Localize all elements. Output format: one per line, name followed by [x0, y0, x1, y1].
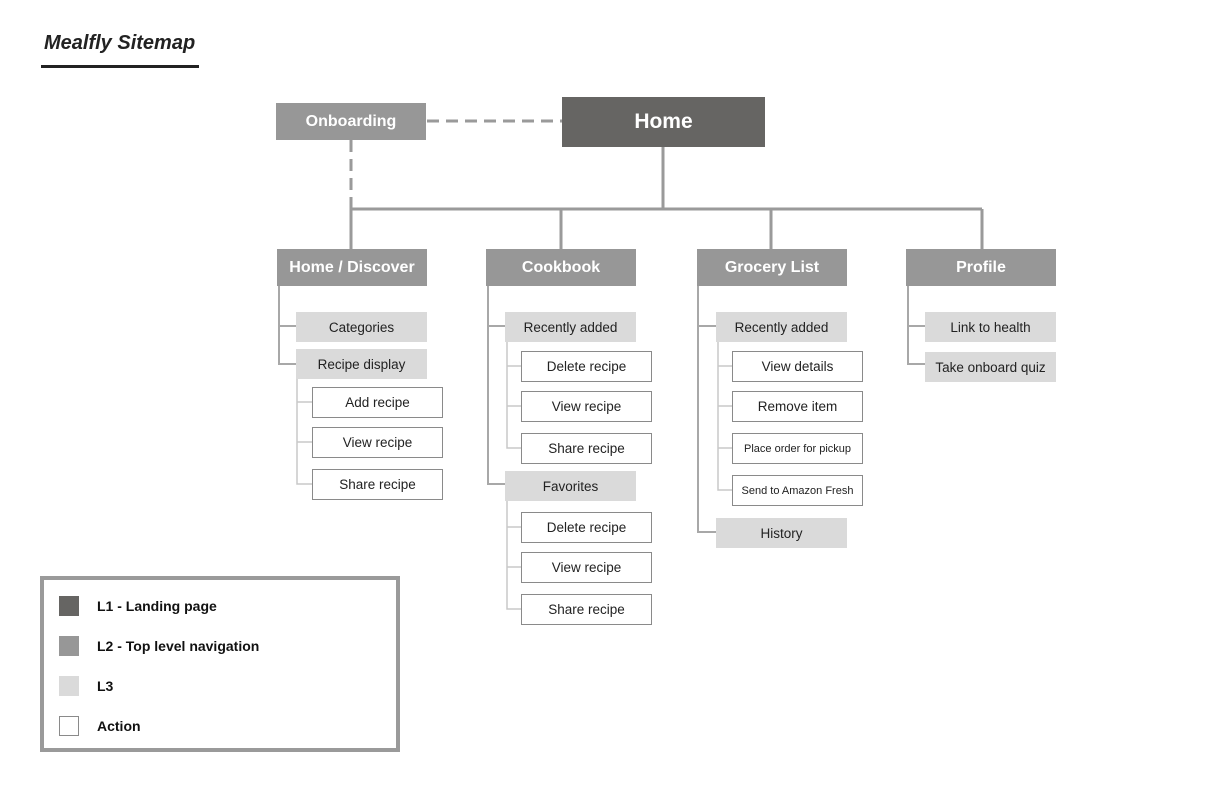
legend-item-action: Action	[59, 716, 141, 736]
legend-label: L3	[97, 678, 114, 694]
legend-item-l2: L2 - Top level navigation	[59, 636, 259, 656]
favorites-node: Favorites	[505, 471, 636, 501]
legend-label: L1 - Landing page	[97, 598, 217, 614]
legend-swatch-l1	[59, 596, 79, 616]
legend-label: L2 - Top level navigation	[97, 638, 260, 654]
tree-connectors	[349, 147, 984, 250]
action-connectors	[296, 341, 732, 610]
view-details-action: View details	[732, 351, 863, 382]
favorites-share-recipe-action: Share recipe	[521, 594, 652, 625]
legend-swatch-l3	[59, 676, 79, 696]
link-to-health-node: Link to health	[925, 312, 1056, 342]
place-order-action: Place order for pickup	[732, 433, 863, 464]
legend-label: Action	[97, 718, 141, 734]
page-title: Mealfly Sitemap	[44, 32, 196, 54]
discover-node: Home / Discover	[277, 249, 427, 286]
history-node: History	[716, 518, 847, 548]
cookbook-view-recipe-action: View recipe	[521, 391, 652, 422]
dashed-connectors	[349, 119, 562, 209]
home-node: Home	[562, 97, 765, 147]
title-underline	[41, 65, 199, 68]
grocery-list-node: Grocery List	[697, 249, 847, 286]
legend-swatch-l2	[59, 636, 79, 656]
share-recipe-action: Share recipe	[312, 469, 443, 500]
grocery-recently-added-node: Recently added	[716, 312, 847, 342]
cookbook-recently-added-node: Recently added	[505, 312, 636, 342]
legend-item-l3: L3	[59, 676, 113, 696]
cookbook-delete-recipe-action: Delete recipe	[521, 351, 652, 382]
onboarding-node: Onboarding	[276, 103, 426, 140]
view-recipe-action: View recipe	[312, 427, 443, 458]
cookbook-share-recipe-action: Share recipe	[521, 433, 652, 464]
remove-item-action: Remove item	[732, 391, 863, 422]
legend: L1 - Landing page L2 - Top level navigat…	[40, 576, 400, 752]
legend-item-l1: L1 - Landing page	[59, 596, 217, 616]
send-to-amazon-fresh-action: Send to Amazon Fresh	[732, 475, 863, 506]
favorites-view-recipe-action: View recipe	[521, 552, 652, 583]
add-recipe-action: Add recipe	[312, 387, 443, 418]
legend-swatch-action	[59, 716, 79, 736]
profile-node: Profile	[906, 249, 1056, 286]
recipe-display-node: Recipe display	[296, 349, 427, 379]
categories-node: Categories	[296, 312, 427, 342]
cookbook-node: Cookbook	[486, 249, 636, 286]
favorites-delete-recipe-action: Delete recipe	[521, 512, 652, 543]
branch-connectors	[278, 286, 926, 533]
take-onboard-quiz-node: Take onboard quiz	[925, 352, 1056, 382]
